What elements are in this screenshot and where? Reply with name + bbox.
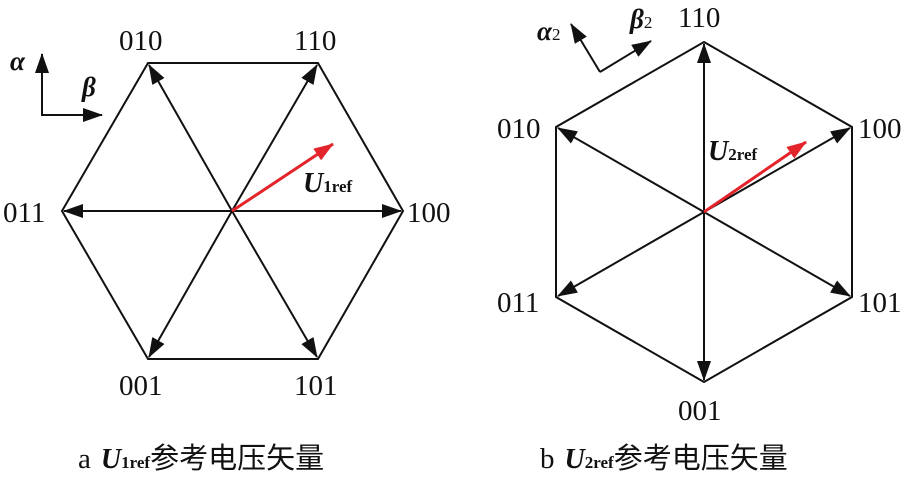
vector-label-110: 110: [294, 25, 336, 57]
vector-label-011: 011: [497, 287, 539, 319]
vector-label-010: 010: [497, 113, 541, 145]
vector-arrows-a: [63, 64, 402, 358]
vector-arrow-101: [231, 210, 318, 358]
vector-label-100: 100: [858, 113, 902, 145]
hexagon-a: [60, 62, 405, 360]
u2ref-arrow: [703, 140, 807, 214]
vector-label-101: 101: [294, 370, 338, 402]
vector-label-101: 101: [858, 287, 902, 319]
u1ref-arrow: [231, 142, 334, 213]
vector-arrow-110: [231, 64, 318, 212]
alpha2-axis-arrow: [570, 23, 601, 73]
beta-axis-label: β: [81, 72, 96, 102]
vector-arrow-101: [703, 211, 851, 297]
vector-arrow-010: [557, 127, 705, 213]
vector-label-110: 110: [678, 2, 720, 34]
axes-b: α2 β2: [537, 4, 652, 73]
vector-label-001: 001: [119, 370, 163, 402]
vector-label-001: 001: [678, 395, 722, 427]
u1ref-label: U1ref: [303, 168, 353, 199]
vector-arrow-100: [703, 127, 851, 213]
beta2-axis-arrow: [599, 40, 652, 73]
vector-arrows-b: [557, 43, 851, 381]
vector-arrow-001: [148, 210, 233, 358]
axes-a: α β: [10, 46, 103, 122]
alpha-axis-label: α: [10, 46, 26, 76]
u2ref-label: U2ref: [708, 136, 758, 167]
alpha2-axis-label: α2: [537, 16, 560, 46]
beta2-axis-label: β2: [629, 4, 652, 34]
vector-arrow-010: [148, 64, 233, 212]
hexagon-b: [555, 40, 853, 384]
vector-label-010: 010: [119, 25, 163, 57]
vector-arrow-011: [557, 211, 705, 297]
vector-label-100: 100: [407, 197, 451, 229]
vector-label-011: 011: [3, 197, 45, 229]
